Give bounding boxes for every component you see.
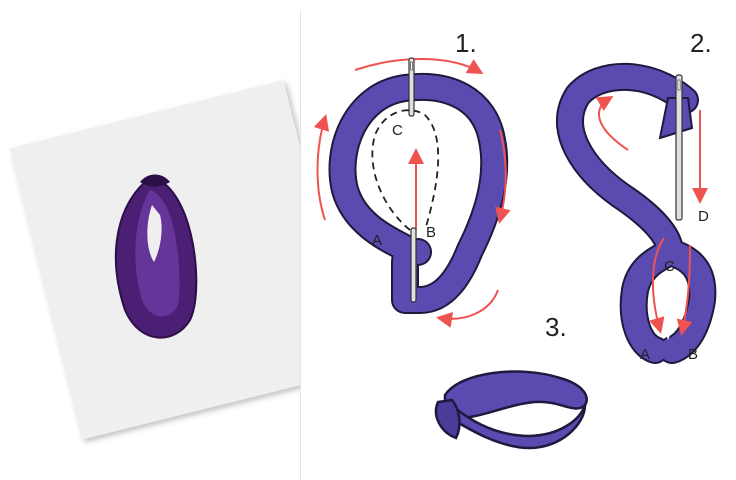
step-2-label: 2.: [690, 28, 712, 59]
step-2-diagram: [570, 75, 702, 350]
step-3-label: 3.: [545, 312, 567, 343]
point-c-step2: C: [664, 258, 675, 275]
photo-ribbon-loop: [116, 175, 196, 338]
needle-icon: [676, 75, 682, 220]
point-d-step2: D: [698, 208, 709, 225]
needle-icon: [411, 228, 416, 302]
step-3-diagram: [436, 372, 587, 448]
point-a-step1: A: [372, 232, 382, 249]
point-a-step2: A: [640, 346, 650, 363]
step-1-label: 1.: [455, 28, 477, 59]
point-b-step1: B: [426, 224, 436, 241]
point-b-step2: B: [688, 346, 698, 363]
step-1-diagram: [318, 58, 506, 319]
needle-icon: [409, 58, 414, 116]
point-c-step1: C: [392, 122, 403, 139]
